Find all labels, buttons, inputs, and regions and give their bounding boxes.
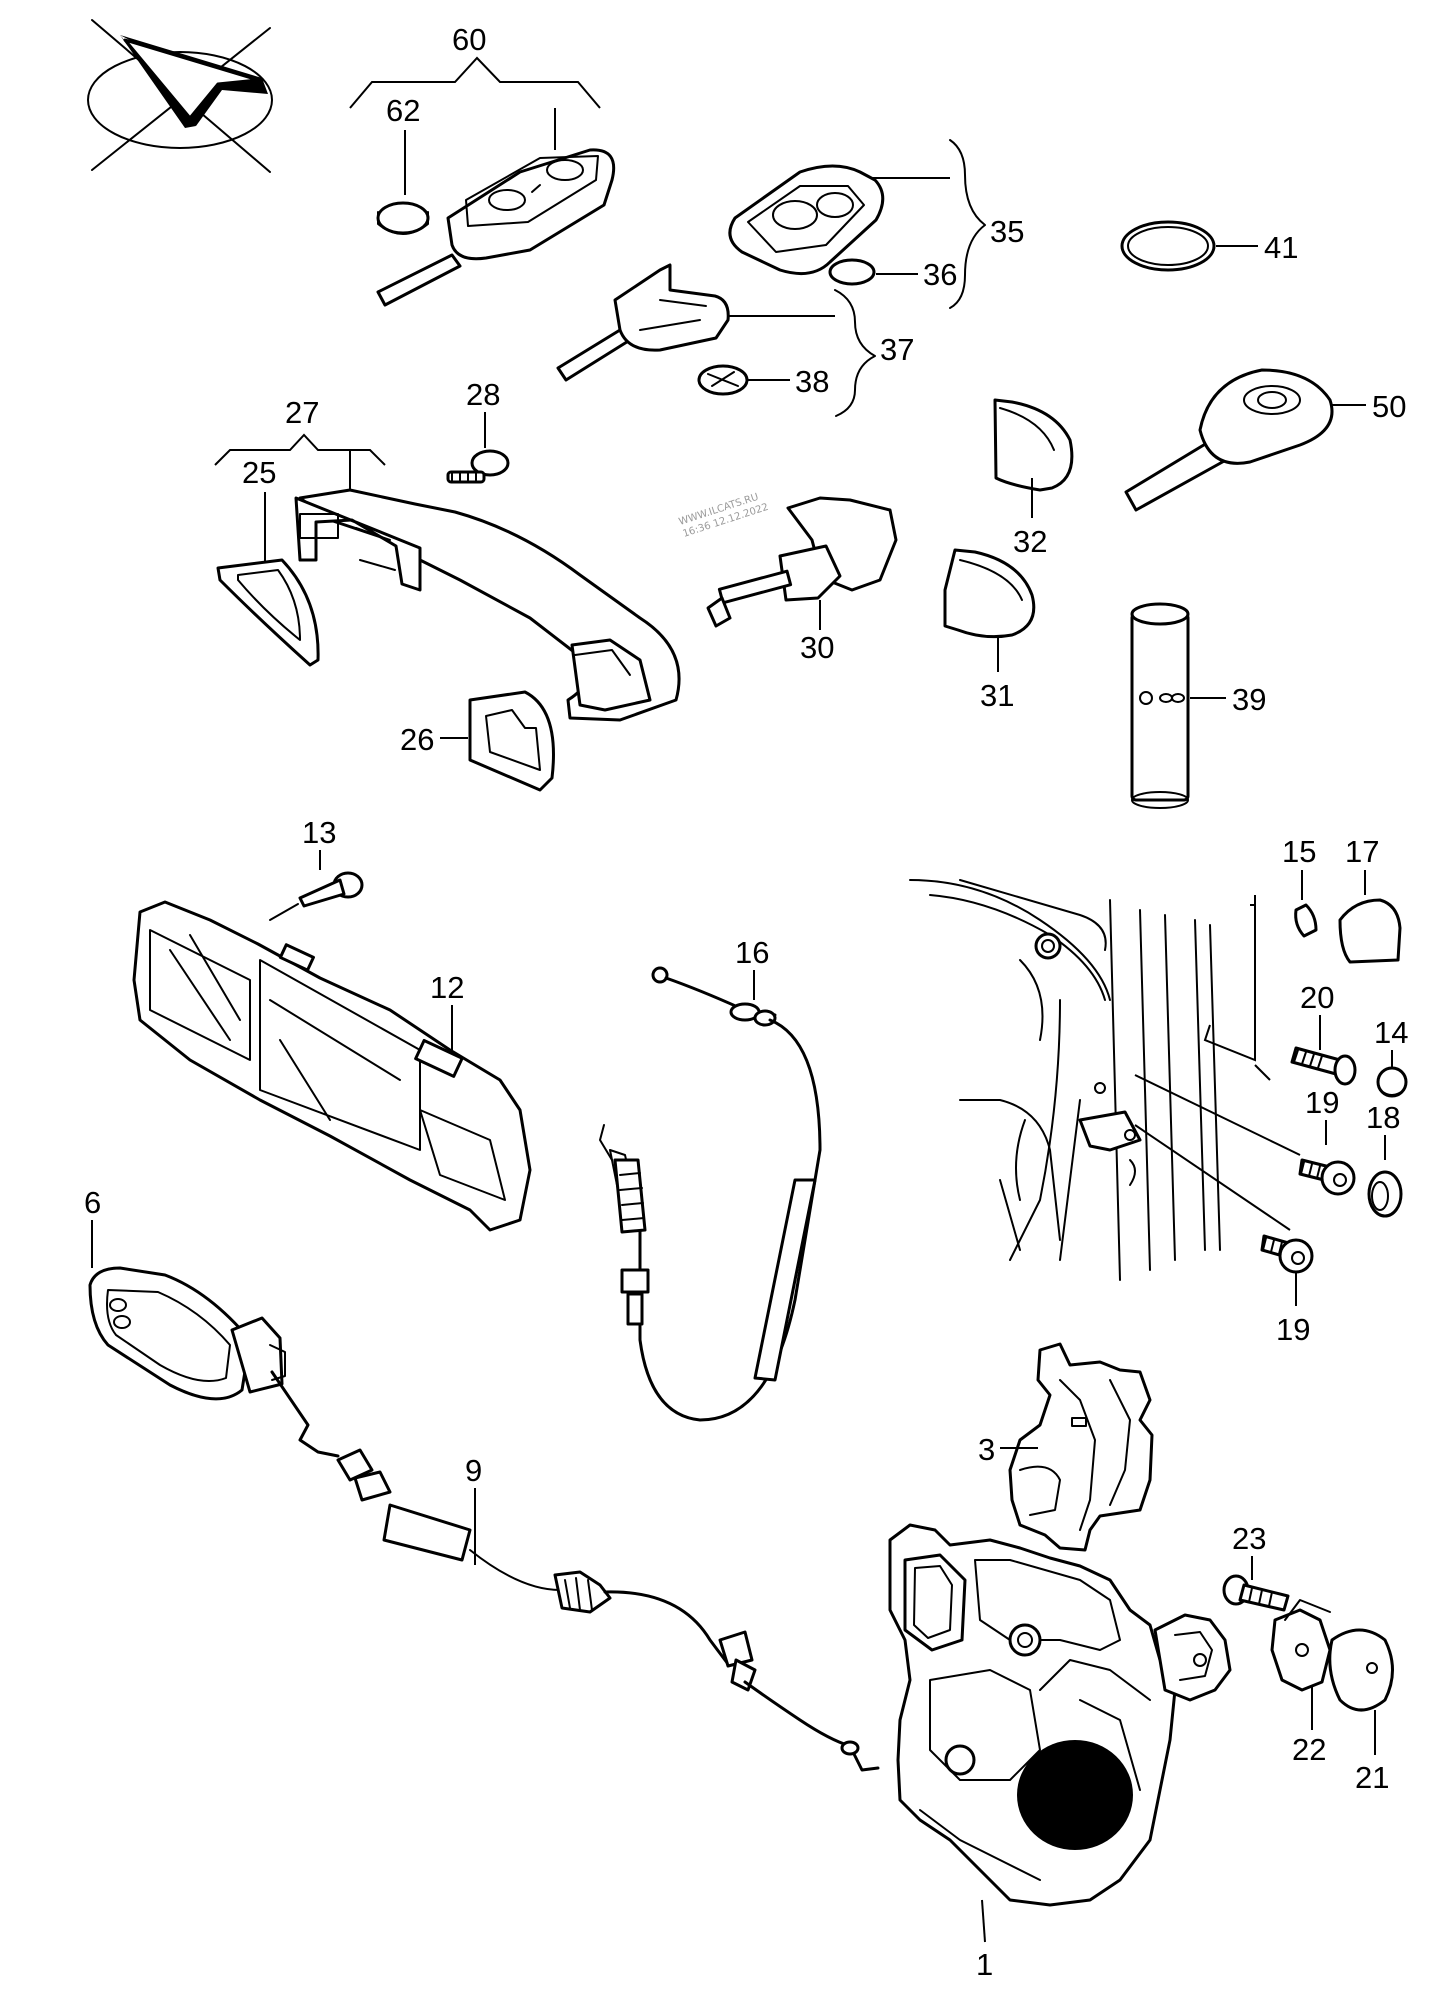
door-frame-panel <box>909 879 1301 1281</box>
part-26-seal <box>440 690 555 792</box>
part-23-screw <box>1222 1556 1290 1612</box>
callout-35: 35 <box>990 214 1024 249</box>
orientation-arrow-icon <box>87 19 273 173</box>
part-50-key <box>1124 368 1366 512</box>
part-20-screw <box>1290 1015 1357 1086</box>
callout-26: 26 <box>400 722 434 757</box>
callout-3: 3 <box>978 1432 995 1467</box>
callout-19-upper: 19 <box>1305 1085 1339 1120</box>
watermark: WWW.ILCATS.RU 16:36 12.12.2022 <box>678 492 770 540</box>
callout-60: 60 <box>452 22 486 57</box>
callout-1: 1 <box>976 1947 993 1982</box>
part-1-door-lock <box>888 1523 1232 1943</box>
callout-30: 30 <box>800 630 834 665</box>
part-32-cap <box>993 398 1074 518</box>
callout-17: 17 <box>1345 834 1379 869</box>
callout-19-lower: 19 <box>1276 1312 1310 1347</box>
callout-21: 21 <box>1355 1760 1389 1795</box>
callout-32: 32 <box>1013 524 1047 559</box>
callout-13: 13 <box>302 815 336 850</box>
part-9-cable <box>270 1370 880 1772</box>
callout-38: 38 <box>795 364 829 399</box>
part-31-cap <box>943 548 1036 672</box>
callout-20: 20 <box>1300 980 1334 1015</box>
part-3-bracket <box>1000 1342 1154 1552</box>
part-13-screw <box>269 850 364 921</box>
bracket-60 <box>349 56 601 109</box>
part-39-grease-tube <box>1130 602 1226 809</box>
part-25-seal <box>216 492 320 667</box>
part-14-plug <box>1376 1050 1408 1098</box>
callout-22: 22 <box>1292 1732 1326 1767</box>
part-6-inner-handle <box>88 1220 286 1401</box>
callout-27: 27 <box>285 395 319 430</box>
part-30-lock-cylinder <box>706 496 898 630</box>
callout-23: 23 <box>1232 1521 1266 1556</box>
callout-36: 36 <box>923 257 957 292</box>
part-12-handle-carrier <box>132 900 532 1232</box>
callout-28: 28 <box>466 377 500 412</box>
part-28-screw <box>446 412 510 484</box>
callout-41: 41 <box>1264 230 1298 265</box>
callout-16: 16 <box>735 935 769 970</box>
part-36-battery <box>828 258 918 286</box>
part-19-screw-lower <box>1260 1234 1314 1306</box>
part-18-grommet <box>1367 1135 1403 1218</box>
part-38-badge <box>697 364 790 396</box>
callout-labels: 60 62 35 36 37 38 41 50 27 25 28 32 30 3… <box>84 22 1408 1982</box>
callout-62: 62 <box>386 93 420 128</box>
part-60-flip-key <box>376 108 616 307</box>
callout-25: 25 <box>242 455 276 490</box>
callout-50: 50 <box>1372 389 1406 424</box>
part-41-ring <box>1120 220 1258 272</box>
callout-9: 9 <box>465 1453 482 1488</box>
callout-18: 18 <box>1366 1100 1400 1135</box>
callout-6: 6 <box>84 1185 101 1220</box>
part-17-cap <box>1338 870 1402 964</box>
callout-14: 14 <box>1374 1015 1408 1050</box>
part-22-bracket <box>1270 1599 1332 1730</box>
callout-15: 15 <box>1282 834 1316 869</box>
callout-39: 39 <box>1232 682 1266 717</box>
callout-37: 37 <box>880 332 914 367</box>
part-37-key-blade <box>556 263 876 417</box>
part-27-door-handle <box>294 488 681 722</box>
part-21-cover <box>1328 1628 1394 1755</box>
part-19-screw-upper <box>1298 1120 1356 1196</box>
callout-12: 12 <box>430 970 464 1005</box>
part-62-battery <box>376 130 430 235</box>
callout-31: 31 <box>980 678 1014 713</box>
part-15-washer <box>1294 870 1318 938</box>
bracket-27 <box>214 433 386 500</box>
part-35-remote <box>728 139 986 309</box>
part-16-cable <box>599 966 822 1422</box>
